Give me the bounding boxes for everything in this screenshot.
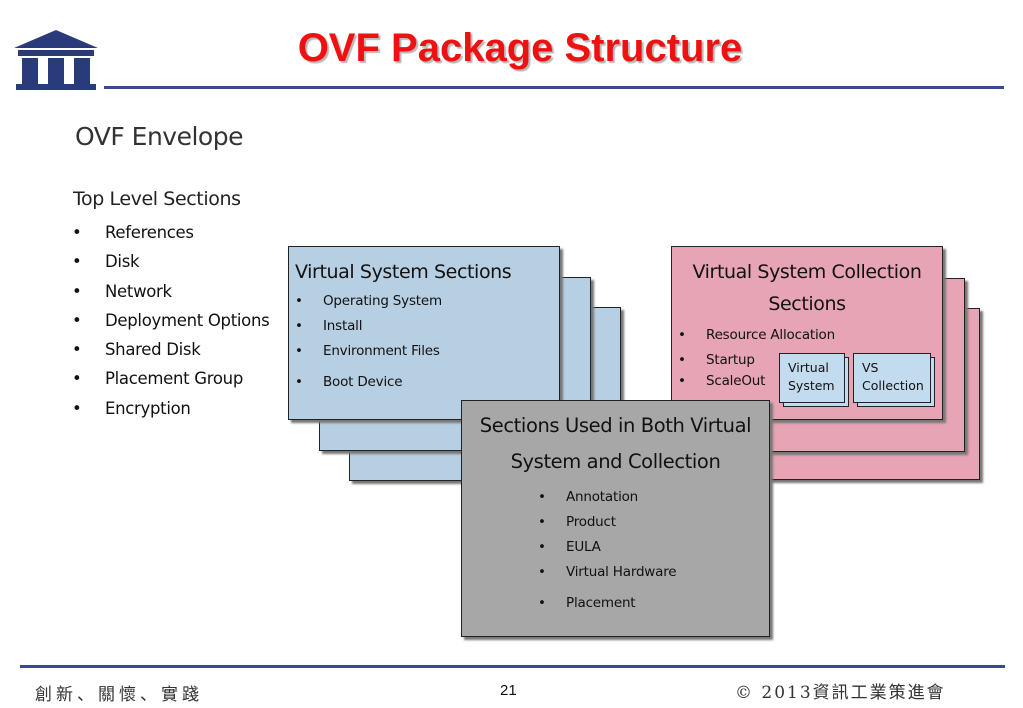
vsc-box-list: •Resource Allocation •Startup •ScaleOut bbox=[678, 323, 835, 394]
page-number: 21 bbox=[500, 682, 517, 699]
list-item: •Deployment Options bbox=[72, 310, 270, 330]
vsc-box-title-line2: Sections bbox=[768, 293, 846, 315]
both-box-title-line2: System and Collection bbox=[510, 450, 721, 473]
sub-virtual-system-line1: Virtual bbox=[788, 360, 829, 375]
vs-box-title: Virtual System Sections bbox=[295, 261, 512, 283]
vs-box: Virtual System Sections •Operating Syste… bbox=[288, 246, 560, 420]
list-item: •EULA bbox=[538, 539, 601, 555]
list-item: •Disk bbox=[72, 252, 140, 272]
both-box: Sections Used in Both Virtual System and… bbox=[461, 400, 770, 637]
sub-vs-collection-line1: VS bbox=[862, 360, 879, 375]
list-item: •Network bbox=[72, 281, 172, 301]
iii-logo-icon bbox=[14, 30, 98, 90]
envelope-heading: OVF Envelope bbox=[75, 122, 243, 151]
sub-vs-collection-line2: Collection bbox=[862, 378, 924, 393]
list-item: •Annotation bbox=[538, 489, 639, 505]
list-item: •Encryption bbox=[72, 398, 191, 418]
list-item: •Placement Group bbox=[72, 369, 243, 389]
both-box-list: •Annotation •Product •EULA •Virtual Hard… bbox=[538, 485, 677, 616]
sub-vs-collection-box: VS Collection bbox=[853, 353, 931, 403]
list-item: •Boot Device bbox=[295, 374, 403, 390]
list-item: •Environment Files bbox=[295, 343, 440, 359]
vsc-box-title-line1: Virtual System Collection bbox=[692, 261, 922, 283]
vsc-box: Virtual System Collection Sections •Reso… bbox=[671, 246, 943, 420]
list-item: •Install bbox=[295, 318, 363, 334]
sub-virtual-system-box: Virtual System bbox=[779, 353, 845, 403]
list-item: •Placement bbox=[538, 595, 636, 611]
sub-virtual-system-line2: System bbox=[788, 378, 835, 393]
list-item: •Operating System bbox=[295, 293, 442, 309]
header-rule bbox=[104, 86, 1004, 89]
list-item: •Resource Allocation bbox=[678, 327, 835, 343]
top-level-heading: Top Level Sections bbox=[73, 188, 241, 210]
footer-motto: 創新、關懷、實踐 bbox=[35, 685, 203, 705]
both-box-title-line1: Sections Used in Both Virtual bbox=[479, 414, 752, 437]
top-level-list: •References •Disk •Network •Deployment O… bbox=[70, 222, 270, 427]
footer-copyright: © 2013資訊工業策進會 bbox=[735, 683, 946, 703]
slide-title: OVF Package Structure bbox=[297, 26, 743, 70]
footer-rule bbox=[20, 665, 1005, 668]
vs-box-list: •Operating System •Install •Environment … bbox=[295, 289, 442, 395]
list-item: •ScaleOut bbox=[678, 373, 766, 389]
list-item: •Shared Disk bbox=[72, 340, 201, 360]
list-item: •References bbox=[72, 223, 194, 242]
list-item: •Virtual Hardware bbox=[538, 564, 677, 580]
list-item: •Product bbox=[538, 514, 616, 530]
list-item: •Startup bbox=[678, 352, 755, 368]
